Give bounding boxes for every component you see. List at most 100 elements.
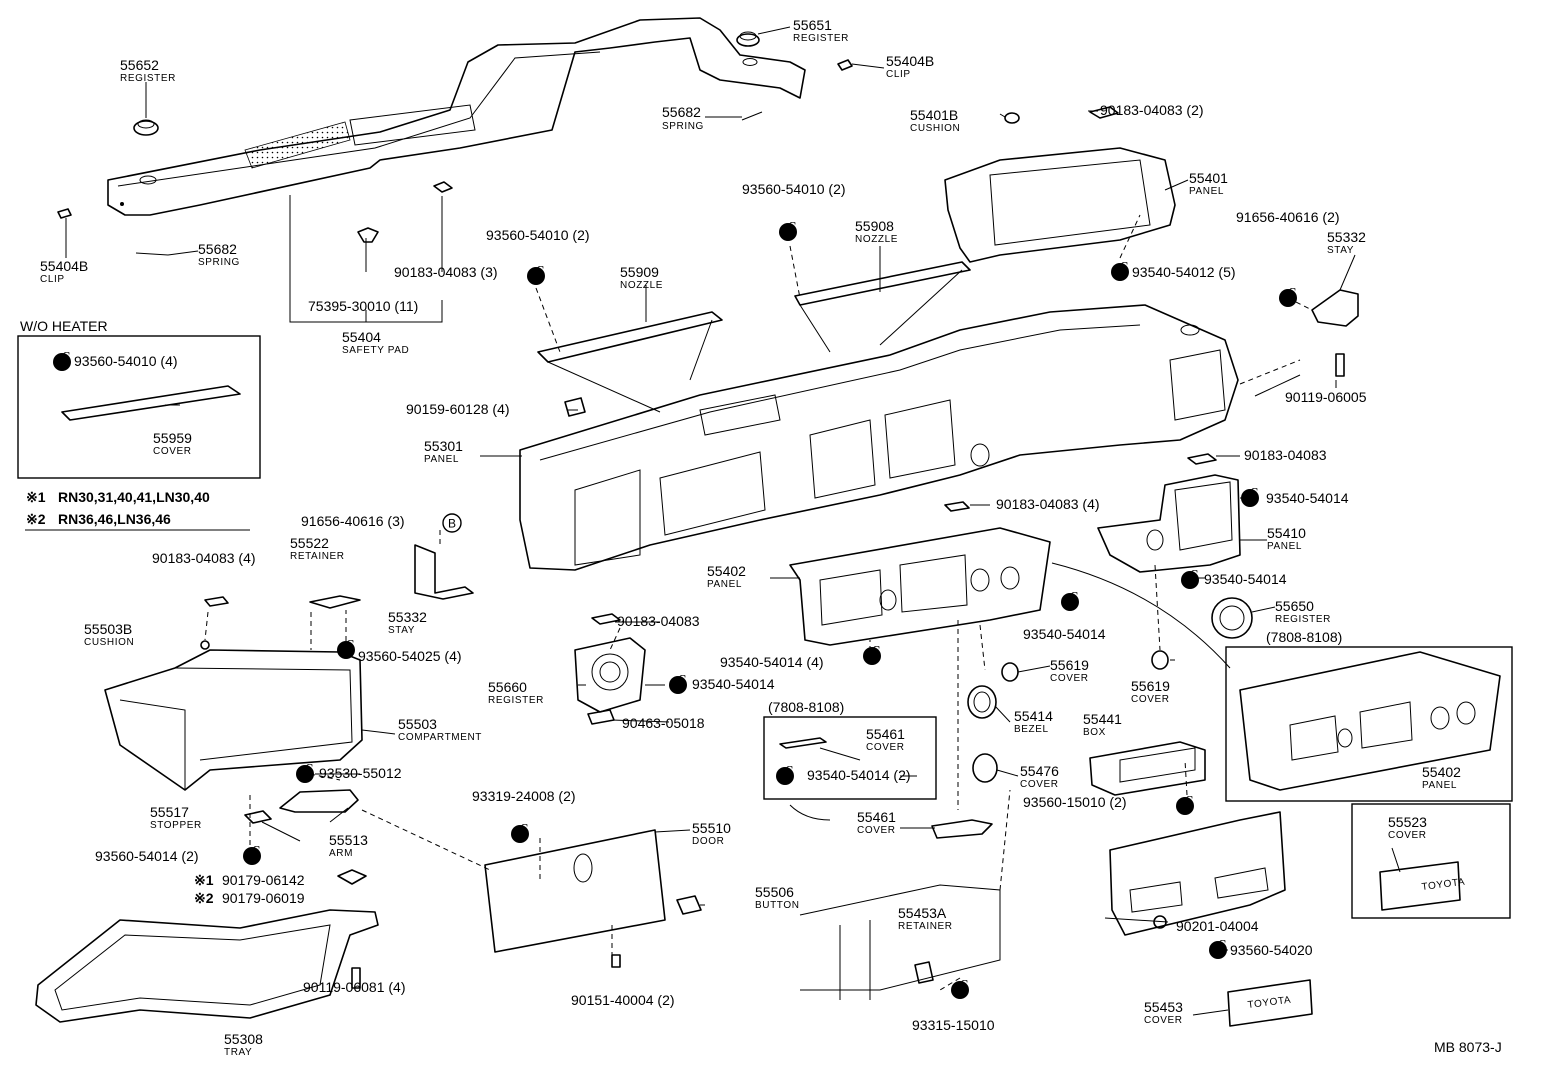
part-name: COMPARTMENT — [398, 732, 482, 743]
wo-heater-title: W/O HEATER — [20, 318, 108, 334]
diagram-code: MB 8073-J — [1434, 1039, 1502, 1055]
part-name: PANEL — [1189, 186, 1224, 197]
spring-drawing — [135, 111, 763, 256]
part-number: 55682 — [662, 104, 701, 120]
part-number: 93540-54014 — [1204, 571, 1287, 587]
part-name: RETAINER — [290, 551, 345, 562]
part-name: COVER — [1388, 830, 1427, 841]
part-name: CLIP — [40, 274, 65, 285]
part-number: 90183-04083 (2) — [1100, 102, 1204, 118]
part-number: 93560-54020 — [1230, 942, 1313, 958]
part-number: 55308 — [224, 1031, 263, 1047]
part-number: 93530-55012 — [319, 765, 402, 781]
part-name: TRAY — [224, 1047, 252, 1058]
part-number: 93560-54010 (2) — [486, 227, 590, 243]
part-name: CUSHION — [910, 123, 960, 134]
compartment-55503-drawing — [104, 596, 363, 791]
part-number: 55404B — [886, 53, 934, 69]
part-number: 93319-24008 (2) — [472, 788, 576, 804]
part-number: 93560-15010 (2) — [1023, 794, 1127, 810]
part-name: BOX — [1083, 727, 1106, 738]
part-name: NOZZLE — [620, 280, 663, 291]
part-number: 55506 — [755, 884, 794, 900]
part-number: 90119-06005 — [1285, 389, 1367, 405]
note2-text: RN36,46,LN36,46 — [58, 511, 171, 527]
part-name: NOZZLE — [855, 234, 898, 245]
part-name: COVER — [1020, 779, 1059, 790]
note2-ref: ※2 — [194, 890, 214, 906]
part-number: 55619 — [1131, 678, 1170, 694]
part-number: 55651 — [793, 17, 832, 33]
part-name: STAY — [388, 625, 415, 636]
part-number: 93560-54010 (2) — [742, 181, 846, 197]
safety-pad-drawing — [107, 17, 806, 216]
part-number: 90201-04004 — [1176, 918, 1259, 934]
part-name: BEZEL — [1014, 724, 1049, 735]
bezel-cover-drawing — [967, 650, 1169, 783]
part-name: PANEL — [424, 454, 459, 465]
part-name: PANEL — [707, 579, 742, 590]
wo-heater-box — [17, 335, 261, 479]
part-number: 55517 — [150, 804, 189, 820]
panel-55402-drawing — [789, 501, 1051, 646]
screw-symbols: B — [53, 219, 1297, 999]
clip-drawing — [57, 59, 853, 219]
part-name: COVER — [153, 446, 192, 457]
panel-55401-drawing — [944, 106, 1176, 263]
part-number: 55441 — [1083, 711, 1122, 727]
part-name: RETAINER — [898, 921, 953, 932]
toyota-emblem-text: TOYOTA — [1247, 995, 1292, 1011]
tray-55308-drawing — [35, 909, 379, 1023]
part-number: 55513 — [329, 832, 368, 848]
retainer-55453a-drawing — [799, 884, 1001, 1000]
dash-panel-55301-drawing — [519, 304, 1239, 571]
part-name: REGISTER — [488, 695, 544, 706]
range-label-1: (7808-8108) — [768, 699, 844, 715]
part-number: 55453 — [1144, 999, 1183, 1015]
part-number: 55301 — [424, 438, 463, 454]
part-number: 55503B — [84, 621, 132, 637]
part-name: REGISTER — [793, 33, 849, 44]
part-number: 55461 — [866, 726, 905, 742]
range-label-2: (7808-8108) — [1266, 629, 1342, 645]
panel-lower-drawing — [1109, 811, 1286, 936]
part-name: COVER — [1131, 694, 1170, 705]
part-number: 55522 — [290, 535, 329, 551]
part-name: REGISTER — [1275, 614, 1331, 625]
arm-stopper-drawing — [244, 789, 367, 885]
range-box-1 — [763, 716, 937, 800]
arrow-from-box — [789, 804, 831, 821]
panel-55402-alt-drawing — [1239, 651, 1501, 791]
part-name: STOPPER — [150, 820, 202, 831]
part-number: 55503 — [398, 716, 437, 732]
part-number: 55476 — [1020, 763, 1059, 779]
note2-mark: ※2 — [26, 511, 46, 527]
door-55510-drawing — [484, 829, 702, 968]
part-number: 91656-40616 (2) — [1236, 209, 1340, 225]
part-name: COVER — [1050, 673, 1089, 684]
stay-55332-b-drawing — [414, 544, 474, 600]
panel-55410-drawing — [1097, 453, 1241, 573]
part-number: 55650 — [1275, 598, 1314, 614]
part-number: 93540-54014 (2) — [807, 767, 911, 783]
part-name: COVER — [857, 825, 896, 836]
register-55652-drawing — [133, 119, 159, 136]
part-number: 93560-54010 (4) — [74, 353, 178, 369]
part-number: 91656-40616 (3) — [301, 513, 405, 529]
part-number: 55909 — [620, 264, 659, 280]
part-number: 93315-15010 — [912, 1017, 995, 1033]
part-name: DOOR — [692, 836, 724, 847]
clips-drawing — [357, 181, 453, 243]
part-name: CUSHION — [84, 637, 134, 648]
part-number: 55682 — [198, 241, 237, 257]
part-name: BUTTON — [755, 900, 800, 911]
part-number: 55332 — [388, 609, 427, 625]
part-labels: 55651 REGISTER 55652 REGISTER 55404B CLI… — [20, 17, 1502, 1058]
toyota-emblem-text: TOYOTA — [1421, 877, 1466, 893]
part-name: COVER — [1144, 1015, 1183, 1026]
part-number: 90159-60128 (4) — [406, 401, 510, 417]
nozzle-drawing — [537, 261, 971, 413]
part-number: 55402 — [707, 563, 746, 579]
part-number: 90179-06142 — [222, 872, 305, 888]
